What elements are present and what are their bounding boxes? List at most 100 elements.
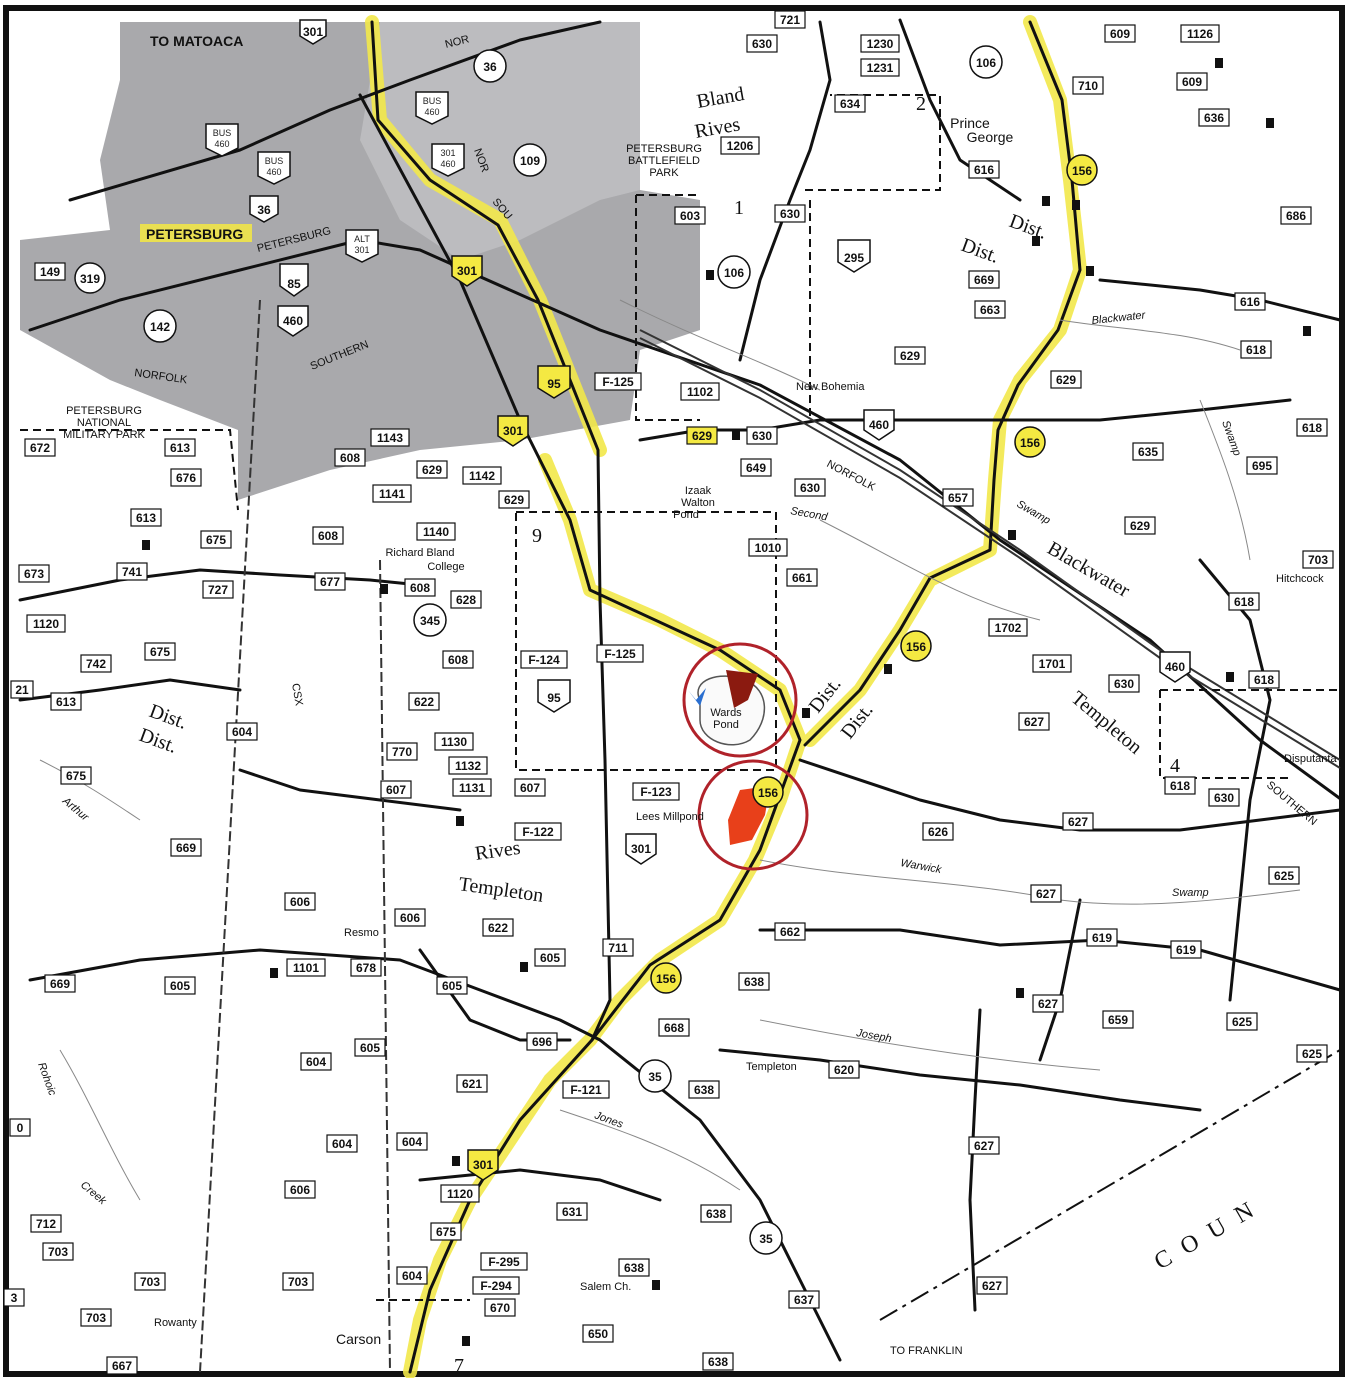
church-icon (802, 708, 810, 718)
route-box-frame (1170, 940, 1202, 959)
route-box-label: 659 (1108, 1013, 1128, 1027)
route-box: 1143 (370, 428, 410, 447)
route-box-frame (30, 1214, 62, 1233)
route-box: 1010 (748, 538, 788, 557)
route-box: 625 (1226, 1012, 1258, 1031)
site-marker-dark[interactable] (726, 670, 758, 708)
route-box-frame (1176, 72, 1208, 91)
boundary-d4 (1159, 690, 1290, 779)
road-r616-east (1098, 278, 1342, 322)
route-box-label: 613 (170, 441, 190, 455)
church-icon (1032, 236, 1040, 246)
route-box-label: 616 (1240, 295, 1260, 309)
route-box: 630 (746, 426, 778, 445)
shield-r35-a: 35 (638, 1059, 672, 1093)
route-box-frame (746, 34, 778, 53)
route-box-label: 675 (150, 645, 170, 659)
svg-text:460: 460 (424, 107, 439, 117)
route-box: 711 (602, 938, 634, 957)
route-box: 625 (1268, 866, 1300, 885)
route-box-label: 667 (112, 1359, 132, 1373)
route-box-frame (828, 1060, 860, 1079)
route-box-label: 627 (1036, 887, 1056, 901)
shield-i85: 85 (279, 263, 309, 297)
route-box: 634 (834, 94, 866, 113)
route-box-frame (1280, 206, 1312, 225)
route-box-label: 149 (40, 265, 60, 279)
route-box-label: 629 (692, 429, 712, 443)
route-box-label: 627 (1024, 715, 1044, 729)
route-box-label: 1120 (33, 617, 59, 631)
svg-text:460: 460 (214, 139, 229, 149)
route-box-frame (1050, 370, 1082, 389)
route-box: 770 (386, 742, 418, 761)
site-circle-1[interactable] (682, 642, 798, 758)
shield-r35-b: 35 (749, 1221, 783, 1255)
svg-text:460: 460 (440, 159, 455, 169)
route-box-frame (788, 1290, 820, 1309)
label-district-number-9: 9 (532, 525, 542, 547)
route-box-frame (514, 778, 546, 797)
shield-bus460-b: BUS 460 (205, 123, 239, 157)
route-box-frame (452, 778, 492, 797)
shield-label: 36 (257, 203, 271, 217)
label-district-number-4: 4 (1170, 755, 1180, 777)
site-marker-blue[interactable] (688, 688, 706, 706)
shield-label: BUS (423, 96, 442, 106)
route-box-label: 650 (588, 1327, 608, 1341)
route-box-label: 696 (532, 1035, 552, 1049)
route-box: F-124 (520, 650, 568, 669)
route-box-frame (674, 206, 706, 225)
site-circle-2[interactable] (697, 759, 809, 871)
road-i95 (370, 20, 612, 1042)
route-box: 613 (50, 692, 82, 711)
route-box-label: 619 (1092, 931, 1112, 945)
stream-arthur (39, 759, 141, 821)
shield-label: 460 (283, 314, 303, 328)
route-box-frame (1198, 108, 1230, 127)
label-battlefield-line2: BATTLEFIELD (628, 155, 700, 167)
route-box: 608 (404, 578, 436, 597)
route-box: 616 (968, 160, 1000, 179)
label-military-park-line1: PETERSBURG (66, 405, 142, 417)
route-box-label: 1120 (447, 1187, 473, 1201)
route-box-frame (1108, 674, 1140, 693)
route-box: 1142 (462, 466, 502, 485)
label-district-number-1: 1 (734, 197, 744, 219)
label-izaak-line1: Izaak (685, 485, 712, 497)
route-box: 629 (498, 490, 530, 509)
label-to-matoaca: TO MATOACA (150, 33, 243, 49)
shield-label: ALT (354, 234, 370, 244)
road-r36 (68, 20, 602, 202)
route-box-label: 703 (288, 1275, 308, 1289)
route-box-frame (80, 654, 112, 673)
route-box: 669 (968, 270, 1000, 289)
route-box: 622 (408, 692, 440, 711)
route-box-frame (24, 438, 56, 457)
shield-label: BUS (265, 156, 284, 166)
route-box-label: 1010 (755, 541, 782, 555)
route-box-label: 618 (1254, 673, 1274, 687)
church-icon (1303, 326, 1311, 336)
route-box: 650 (582, 1324, 614, 1343)
route-box-frame (974, 300, 1006, 319)
route-box-frame (480, 1252, 528, 1271)
shield-label: 142 (150, 320, 170, 334)
label-new-bohemia: New Bohemia (796, 381, 865, 393)
shield-label: 460 (424, 107, 439, 117)
route-box-frame (1072, 76, 1104, 95)
route-box-label: 618 (1170, 779, 1190, 793)
route-box-frame (774, 10, 806, 29)
route-box: 629 (1124, 516, 1156, 535)
church-icon (884, 664, 892, 674)
rail-csx-right (379, 559, 391, 1373)
label-prince-george-line1: Prince (950, 115, 990, 131)
route-box-frame (380, 780, 412, 799)
route-box: 672 (24, 438, 56, 457)
route-box-label: 609 (1110, 27, 1130, 41)
shield-us301-top: 301 (299, 19, 327, 45)
route-box-label: 622 (414, 695, 434, 709)
route-box: 742 (80, 654, 112, 673)
route-box: 675 (60, 766, 92, 785)
